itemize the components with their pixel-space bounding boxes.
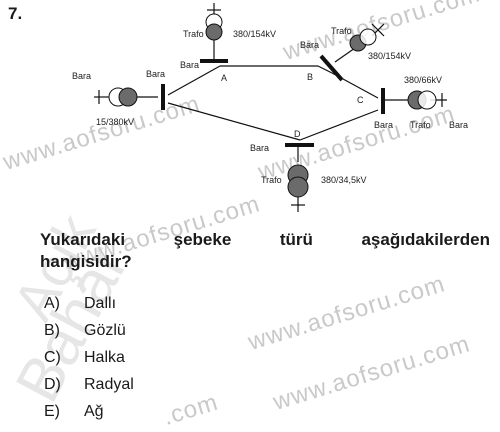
option-d[interactable]: D) Radyal <box>44 371 134 398</box>
option-text: Radyal <box>84 376 134 393</box>
line-c-d <box>299 109 379 141</box>
transformer-left <box>108 87 138 107</box>
transformer-right-top <box>349 28 377 52</box>
line-b-stub <box>317 65 333 74</box>
label-trafo-right: Trafo <box>410 120 431 130</box>
label-kv-right: 380/66kV <box>404 75 442 85</box>
label-trafo-right-top: Trafo <box>331 26 352 36</box>
label-bara-d: Bara <box>250 143 269 153</box>
label-kv-left: 15/380kV <box>96 117 134 127</box>
question-word: Yukarıdaki <box>40 230 126 249</box>
question-line2: hangisidir? <box>40 252 132 271</box>
transformer-top <box>205 13 223 41</box>
label-kv-top: 380/154kV <box>233 29 276 39</box>
option-a[interactable]: A) Dallı <box>44 290 134 317</box>
label-node-b: B <box>307 72 313 82</box>
question-text: Yukarıdaki şebeke türü aşağıdakilerden h… <box>40 229 490 273</box>
option-text: Gözlü <box>84 322 126 339</box>
label-trafo-bottom: Trafo <box>261 175 282 185</box>
transformer-right <box>407 90 437 110</box>
watermark-text: www.aofsoru.com <box>270 330 474 416</box>
line-d-left <box>167 102 301 141</box>
network-diagram: Trafo 380/154kV Bara A Trafo 380/154kV B… <box>72 3 468 212</box>
option-letter: E) <box>44 403 60 420</box>
label-trafo-top: Trafo <box>183 29 204 39</box>
busbar-b <box>319 54 344 82</box>
option-letter: B) <box>44 322 60 339</box>
label-node-d: D <box>294 129 301 139</box>
option-text: Dallı <box>84 295 117 312</box>
question-word: şebeke <box>173 230 232 249</box>
option-letter: D) <box>44 376 61 393</box>
option-e[interactable]: E) Ağ <box>44 398 134 425</box>
option-c[interactable]: C) Halka <box>44 344 134 371</box>
label-bara-left-outer: Bara <box>72 71 91 81</box>
option-letter: A) <box>44 295 60 312</box>
question-number: 7. <box>8 4 23 23</box>
label-node-c: C <box>357 95 364 105</box>
option-text: Ağ <box>84 403 104 420</box>
question-word: aşağıdakilerden <box>361 230 490 249</box>
label-bara-a: Bara <box>180 60 199 70</box>
watermark-text: .com <box>160 388 222 431</box>
option-letter: C) <box>44 349 61 366</box>
label-bara-c: Bara <box>374 120 393 130</box>
question-word: türü <box>279 230 313 249</box>
answer-options: A) Dallı B) Gözlü C) Halka D) Radyal E) … <box>44 290 134 425</box>
transformer-bottom <box>287 164 309 198</box>
option-text: Halka <box>84 349 125 366</box>
label-node-a: A <box>221 73 227 83</box>
label-bara-left: Bara <box>146 69 165 79</box>
label-bara-b: Bara <box>300 40 319 50</box>
line-a-left <box>167 65 221 96</box>
option-b[interactable]: B) Gözlü <box>44 317 134 344</box>
label-bara-right-outer: Bara <box>449 120 468 130</box>
label-kv-right-top: 380/154kV <box>368 51 411 61</box>
label-kv-bottom: 380/34,5kV <box>321 175 367 185</box>
watermark-text: www.aofsoru.com <box>245 270 449 356</box>
